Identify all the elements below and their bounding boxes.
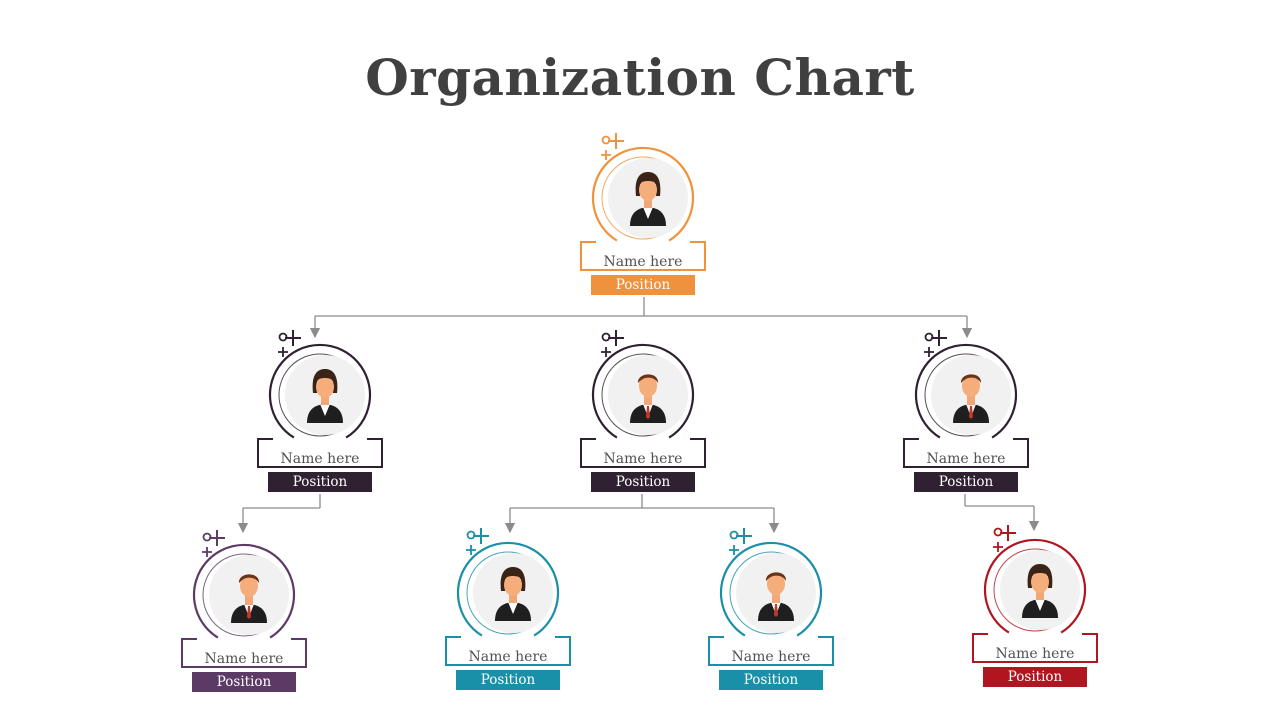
person-name: Name here xyxy=(603,451,683,467)
connector-ceo-to-managers xyxy=(309,297,973,339)
person-name: Name here xyxy=(603,254,683,270)
connector-left-manager-to-staff xyxy=(237,494,321,534)
name-frame xyxy=(580,438,706,468)
person-name: Name here xyxy=(280,451,360,467)
female-person-icon xyxy=(608,158,688,238)
position-label: Position xyxy=(591,275,695,295)
person-name: Name here xyxy=(204,651,284,667)
position-label: Position xyxy=(591,472,695,492)
position-label: Position xyxy=(983,667,1087,687)
person-name: Name here xyxy=(995,646,1075,662)
male-person-icon xyxy=(736,553,816,633)
name-frame xyxy=(181,638,307,668)
connector-center-manager-to-staff xyxy=(504,494,780,534)
name-frame xyxy=(445,636,571,666)
male-person-icon xyxy=(209,555,289,635)
female-person-icon xyxy=(285,355,365,435)
male-person-icon xyxy=(608,355,688,435)
person-name: Name here xyxy=(731,649,811,665)
person-name: Name here xyxy=(926,451,1006,467)
position-label: Position xyxy=(719,670,823,690)
position-label: Position xyxy=(456,670,560,690)
person-name: Name here xyxy=(468,649,548,665)
position-label: Position xyxy=(268,472,372,492)
name-frame xyxy=(972,633,1098,663)
position-label: Position xyxy=(192,672,296,692)
position-label: Position xyxy=(914,472,1018,492)
female-person-icon xyxy=(473,553,553,633)
name-frame xyxy=(903,438,1029,468)
name-frame xyxy=(708,636,834,666)
connector-right-manager-to-staff xyxy=(964,494,1040,532)
name-frame xyxy=(580,241,706,271)
female-person-icon xyxy=(1000,550,1080,630)
name-frame xyxy=(257,438,383,468)
page-title: Organization Chart xyxy=(365,48,915,107)
male-person-icon xyxy=(931,355,1011,435)
